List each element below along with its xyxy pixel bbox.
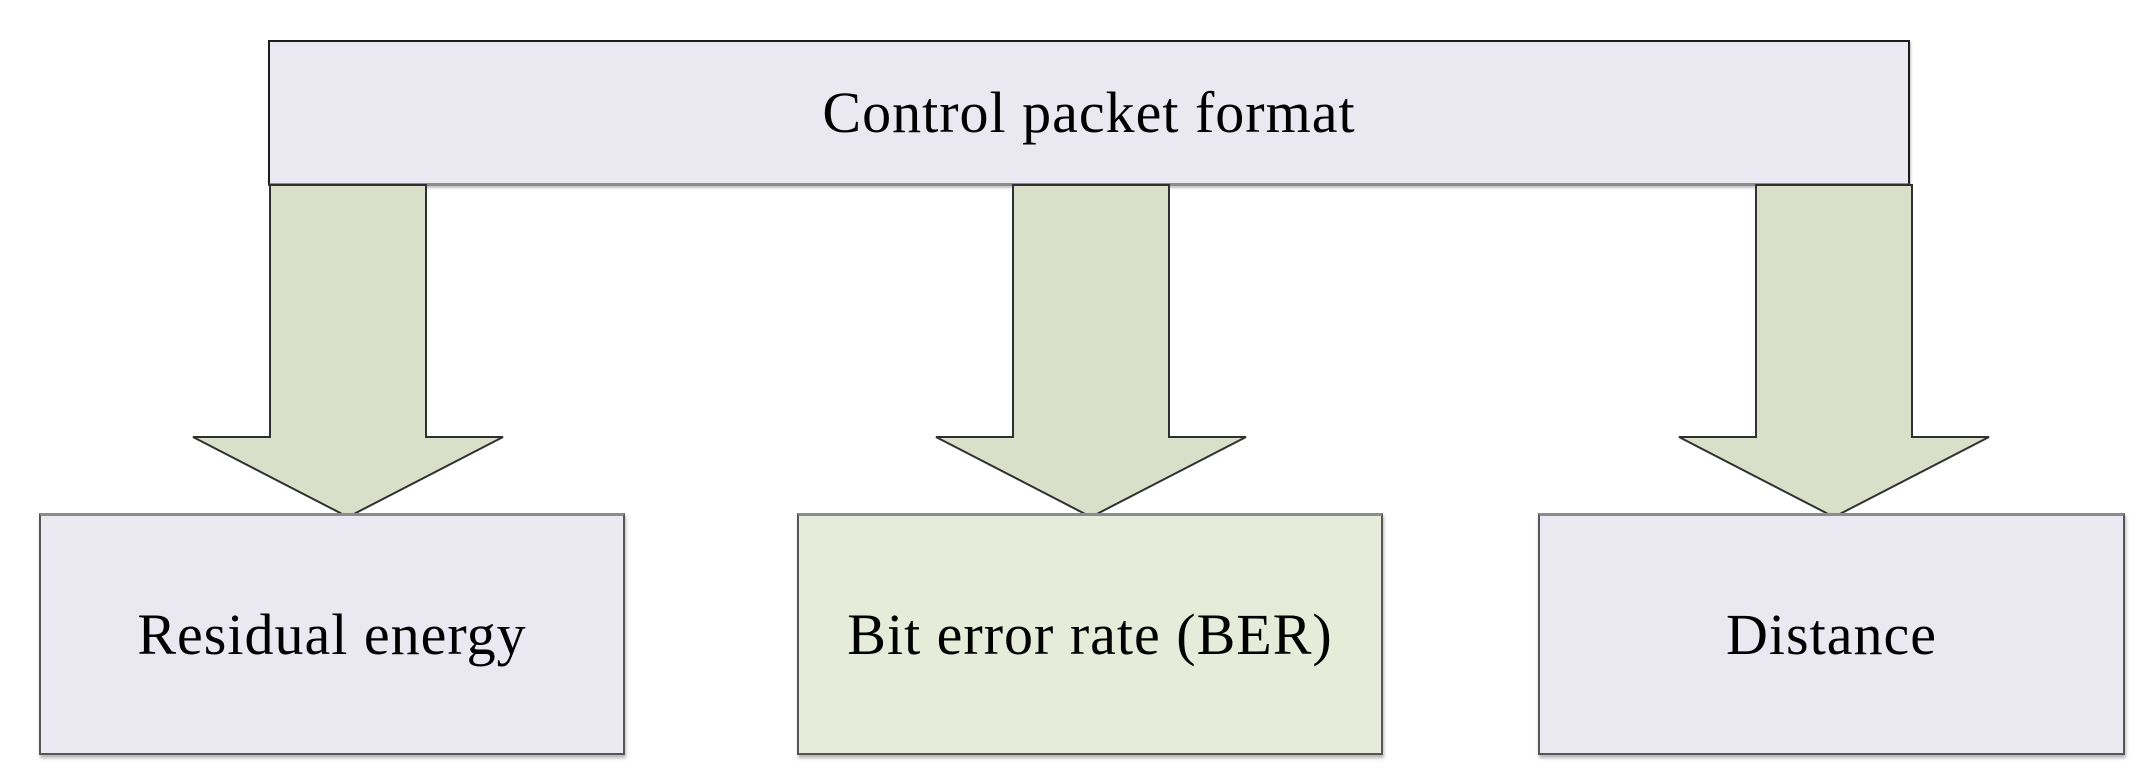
node-control-packet-format-label: Control packet format [822, 79, 1356, 145]
down-arrow-icon [1678, 184, 1990, 518]
down-arrow-icon [935, 184, 1247, 518]
node-distance-label: Distance [1726, 601, 1937, 667]
node-residual-energy-label: Residual energy [137, 601, 527, 667]
node-bit-error-rate: Bit error rate (BER) [797, 513, 1383, 755]
down-arrow-icon [192, 184, 504, 518]
node-residual-energy: Residual energy [39, 513, 625, 755]
node-distance: Distance [1538, 513, 2125, 755]
node-control-packet-format: Control packet format [268, 40, 1910, 186]
node-bit-error-rate-label: Bit error rate (BER) [847, 601, 1333, 667]
